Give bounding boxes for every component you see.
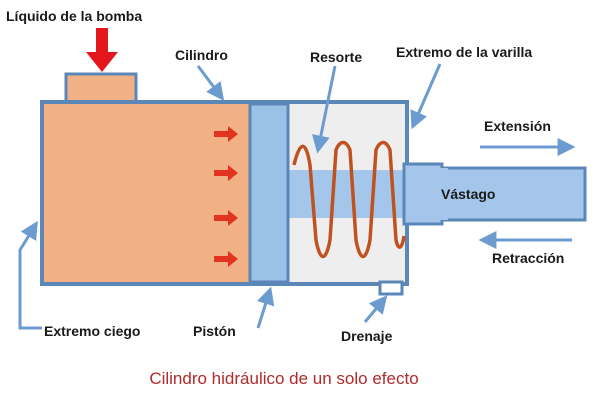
rod-end-pointer [410, 63, 442, 130]
spring-pointer [312, 65, 337, 154]
label-drain: Drenaje [341, 328, 393, 344]
pressure-arrow-icon [214, 126, 238, 142]
label-rod: Vástago [441, 186, 495, 202]
label-retraction: Retracción [492, 250, 564, 266]
drain-port [378, 280, 404, 296]
drain-pointer [363, 295, 388, 323]
label-rod-end: Extremo de la varilla [396, 44, 532, 60]
inlet-port [64, 72, 138, 104]
label-pump-fluid: Líquido de la bomba [6, 8, 142, 24]
pressure-arrow-icon [214, 251, 238, 267]
rod-inner [280, 170, 407, 218]
piston-pointer [256, 286, 275, 329]
pressure-arrows [214, 126, 238, 267]
rod-gland-fill [408, 168, 448, 220]
piston [248, 102, 290, 284]
inlet-arrow-icon [86, 28, 118, 72]
pressure-arrow-icon [214, 210, 238, 226]
pressure-arrow-icon [214, 165, 238, 181]
fluid-chamber [44, 104, 250, 282]
label-extension: Extensión [484, 118, 551, 134]
label-blind-end: Extremo ciego [44, 323, 140, 339]
spring [292, 140, 406, 259]
label-spring: Resorte [310, 49, 362, 65]
blind-end-pointer [18, 220, 42, 330]
diagram-caption: Cilindro hidráulico de un solo efecto [149, 369, 418, 388]
leader-lines [18, 63, 442, 330]
cylinder-pointer [196, 65, 225, 101]
label-piston: Pistón [193, 323, 236, 339]
label-cylinder: Cilindro [175, 47, 228, 63]
